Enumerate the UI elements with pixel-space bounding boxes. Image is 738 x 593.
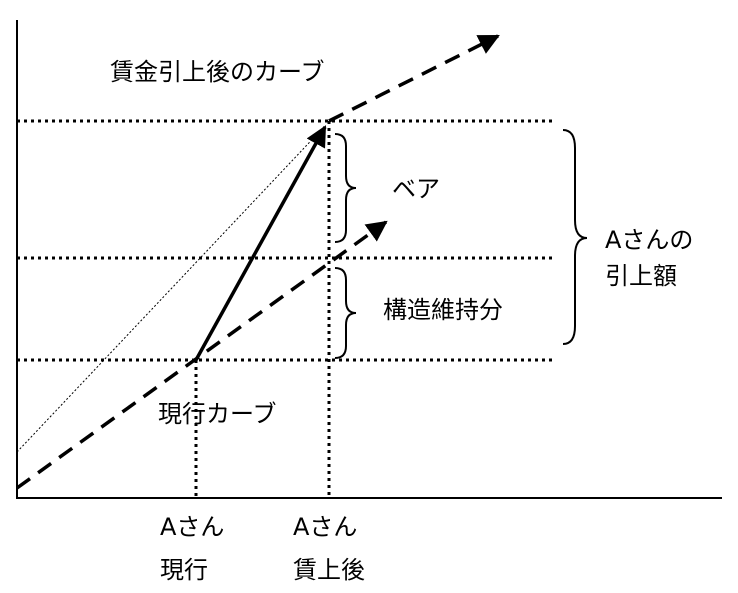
- base-up-label: ベア: [392, 175, 440, 203]
- x-label-current-line2: 現行: [160, 556, 208, 584]
- current-curve-label: 現行カーブ: [158, 400, 277, 428]
- current-curve-line: [15, 220, 388, 490]
- raised-curve-line: [328, 34, 500, 123]
- raise-arrow: [194, 125, 327, 361]
- brace-base-up: [334, 133, 357, 243]
- x-label-after-line2: 賃上後: [293, 556, 365, 584]
- total-raise-label-line2: 引上額: [605, 262, 677, 290]
- structure-label: 構造維持分: [383, 296, 503, 324]
- brace-structure: [334, 267, 357, 359]
- x-label-after-line1: Aさん: [293, 513, 357, 541]
- total-raise-label-line1: Aさんの: [605, 226, 693, 254]
- brace-total: [562, 129, 588, 345]
- raised-curve-label: 賃金引上後のカーブ: [110, 58, 325, 86]
- x-label-current-line1: Aさん: [160, 513, 224, 541]
